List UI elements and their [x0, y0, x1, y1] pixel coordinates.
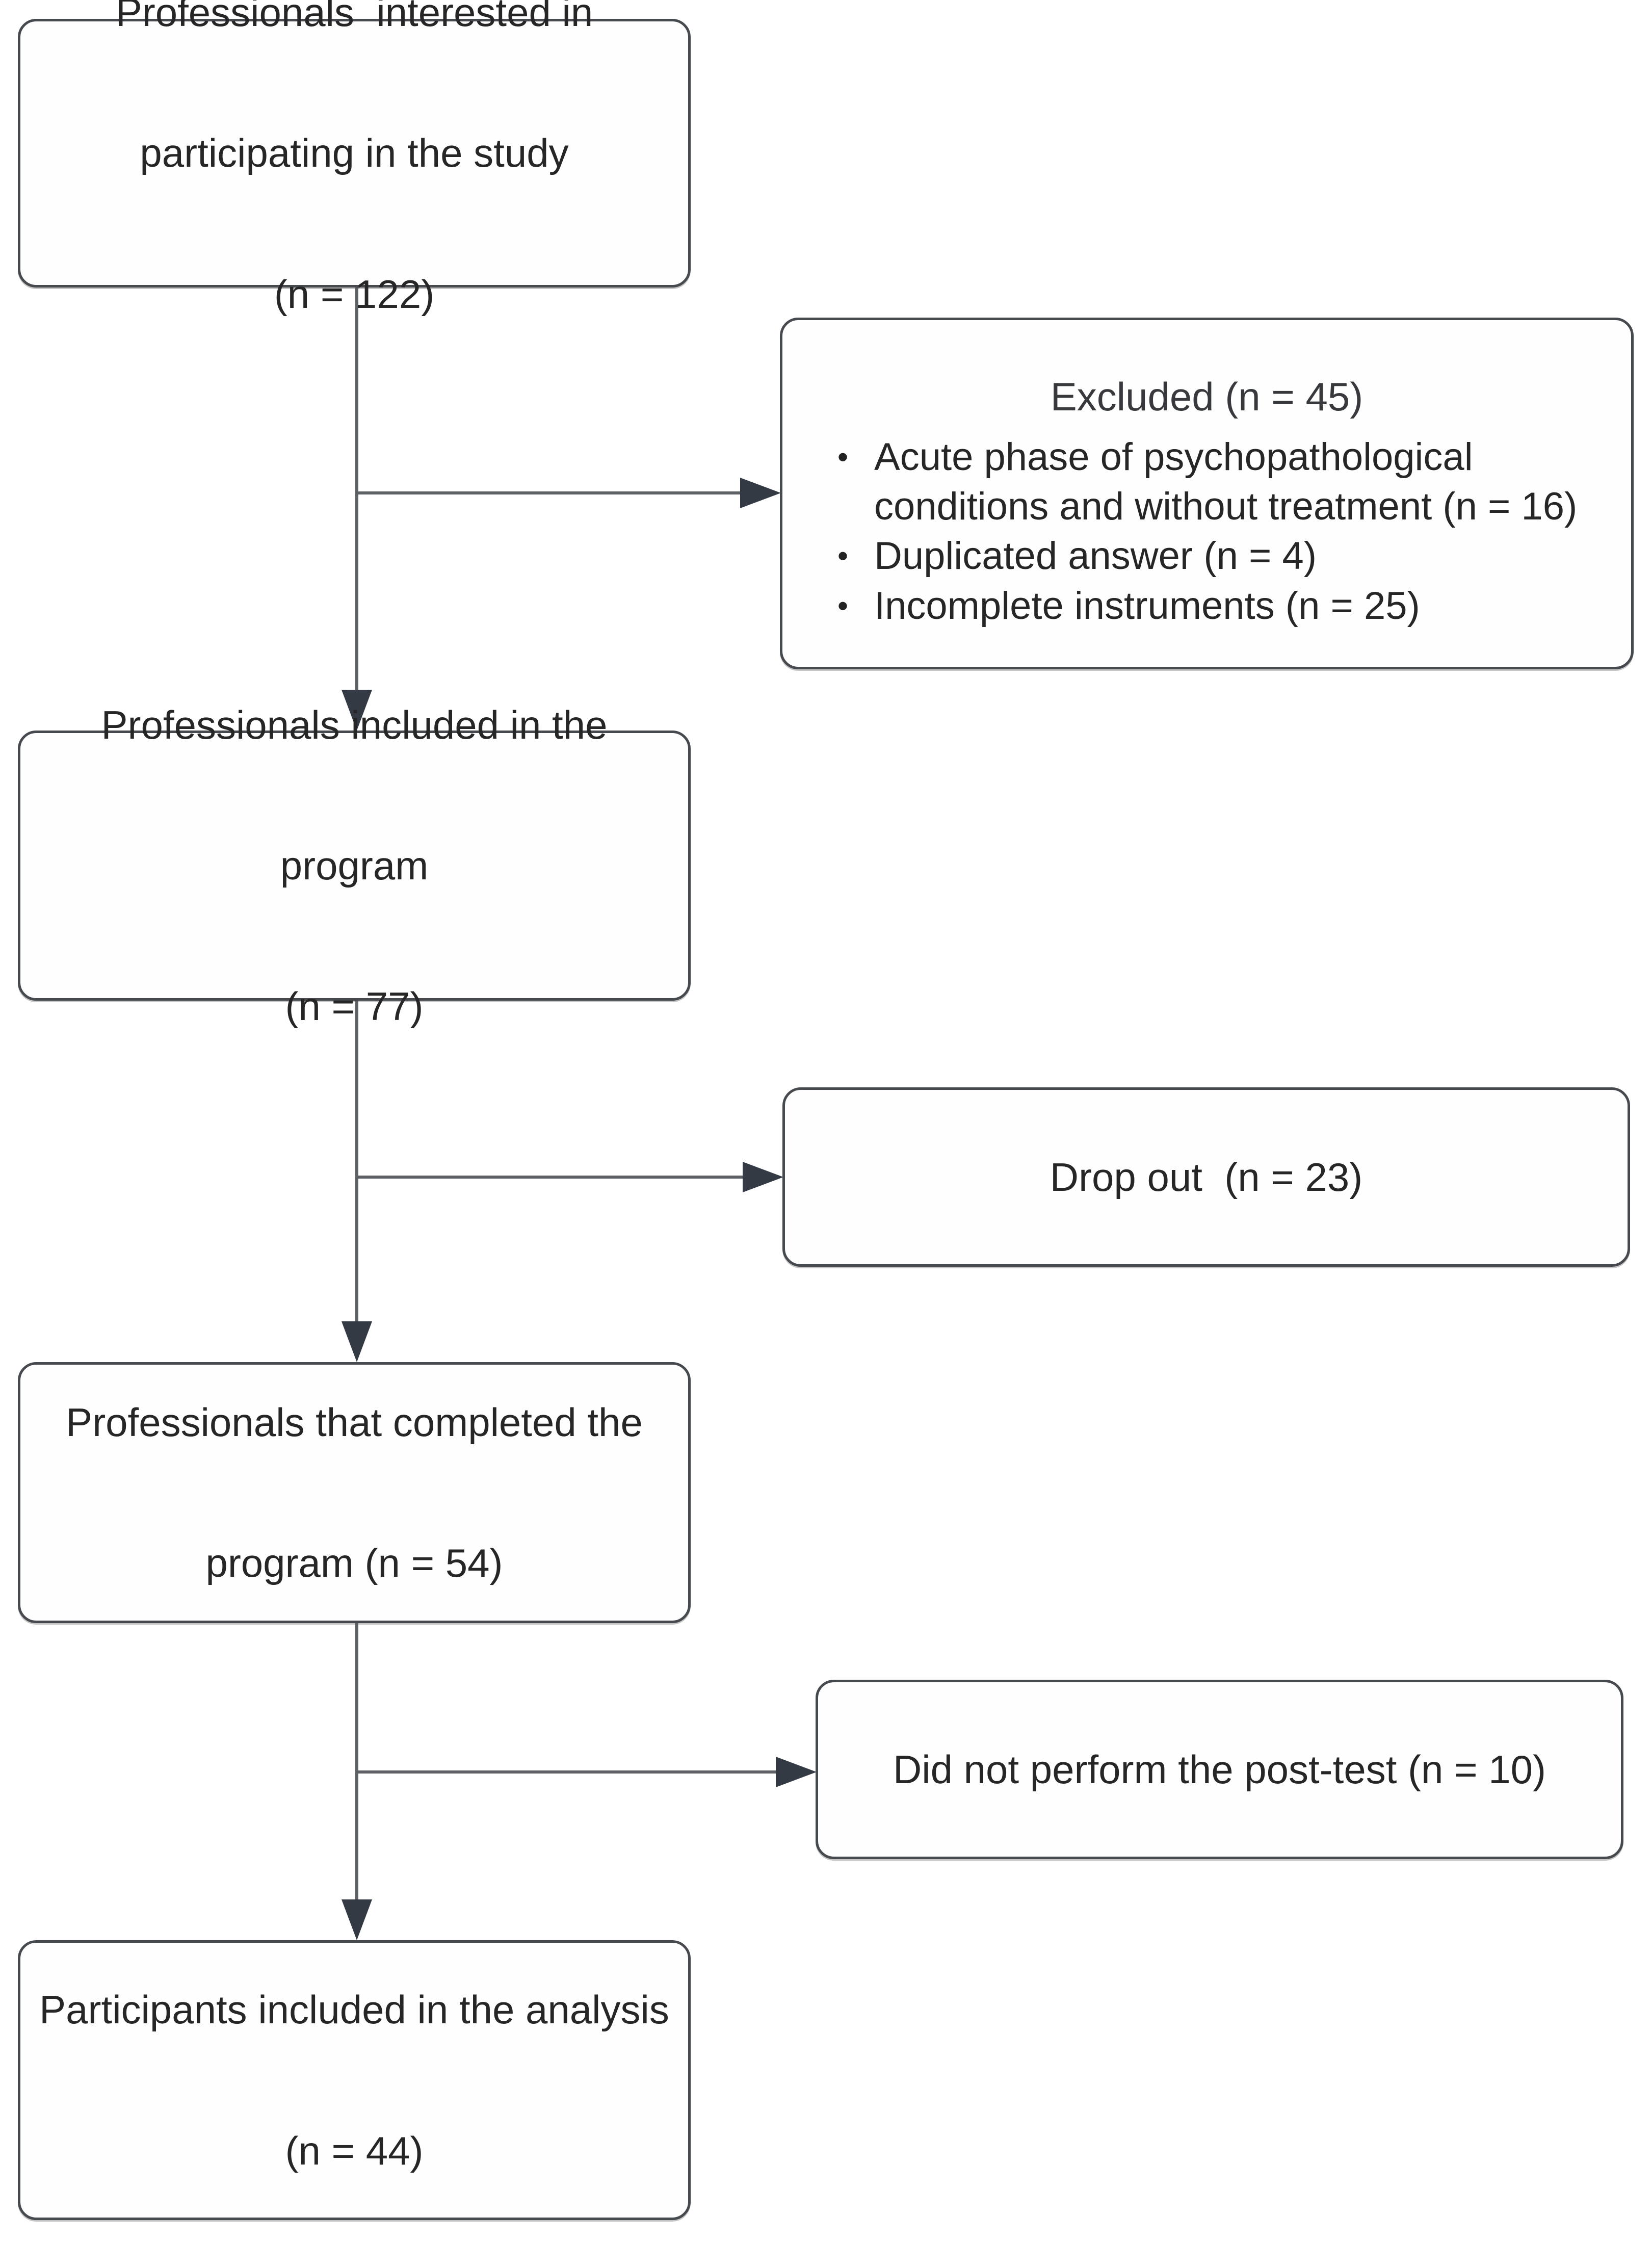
connector-interested-to-included	[355, 288, 358, 693]
list-item: • Duplicated answer (n = 4)	[837, 531, 1595, 581]
node-professionals-included: Professionals included in the program (n…	[18, 702, 691, 1029]
node-professionals-included-text: Professionals included in the program (n…	[101, 608, 608, 1124]
connector-to-dropout	[357, 1176, 744, 1179]
excluded-reason: Duplicated answer (n = 4)	[874, 534, 1317, 578]
arrowhead-to-excluded	[740, 478, 781, 508]
text-line: (n = 77)	[285, 984, 424, 1029]
connector-to-posttest	[357, 1770, 777, 1774]
text-line: Participants included in the analysis	[39, 1987, 669, 2032]
node-participants-analysis-text: Participants included in the analysis (n…	[39, 1892, 669, 2267]
text-line: program	[280, 843, 429, 888]
node-professionals-completed-text: Professionals that completed the program…	[66, 1305, 643, 1680]
text-line: Professionals included in the	[101, 702, 608, 747]
bullet-icon: •	[837, 588, 849, 623]
list-item: • Acute phase of psychopathological cond…	[837, 432, 1595, 532]
bullet-icon: •	[837, 539, 849, 573]
node-professionals-interested: Professionals interested in participatin…	[18, 0, 691, 317]
text-line: program (n = 54)	[205, 1541, 503, 1586]
arrowhead-to-included	[342, 690, 372, 731]
dropout-label: Drop out (n = 23)	[1050, 1154, 1363, 1200]
node-dropout: Drop out (n = 23)	[782, 1087, 1630, 1267]
node-professionals-interested-text: Professionals interested in participatin…	[116, 0, 593, 411]
connector-included-to-completed	[355, 1001, 358, 1324]
arrowhead-to-analysis	[342, 1899, 372, 1940]
text-line: (n = 44)	[285, 2128, 424, 2173]
bullet-icon: •	[837, 439, 849, 474]
list-item: • Incomplete instruments (n = 25)	[837, 581, 1595, 631]
node-excluded: Excluded (n = 45) • Acute phase of psych…	[780, 318, 1634, 669]
text-line: Professionals interested in	[115, 0, 593, 35]
node-participants-analysis: Participants included in the analysis (n…	[18, 1940, 691, 2220]
no-posttest-label: Did not perform the post-test (n = 10)	[893, 1746, 1546, 1792]
excluded-reason: Incomplete instruments (n = 25)	[874, 584, 1420, 628]
excluded-bullet-list: • Acute phase of psychopathological cond…	[818, 432, 1595, 631]
node-no-posttest: Did not perform the post-test (n = 10)	[816, 1680, 1623, 1859]
excluded-reason: Acute phase of psychopathological condit…	[874, 435, 1578, 529]
arrowhead-to-dropout	[743, 1162, 783, 1192]
text-line: participating in the study	[140, 131, 569, 176]
text-line: (n = 122)	[274, 271, 435, 317]
connector-to-excluded	[357, 491, 742, 494]
connector-completed-to-analysis	[355, 1623, 358, 1902]
arrowhead-to-completed	[342, 1321, 372, 1362]
node-professionals-completed: Professionals that completed the program…	[18, 1362, 691, 1623]
arrowhead-to-posttest	[776, 1757, 817, 1787]
excluded-title: Excluded (n = 45)	[1050, 374, 1363, 419]
text-line: Professionals that completed the	[66, 1399, 643, 1445]
